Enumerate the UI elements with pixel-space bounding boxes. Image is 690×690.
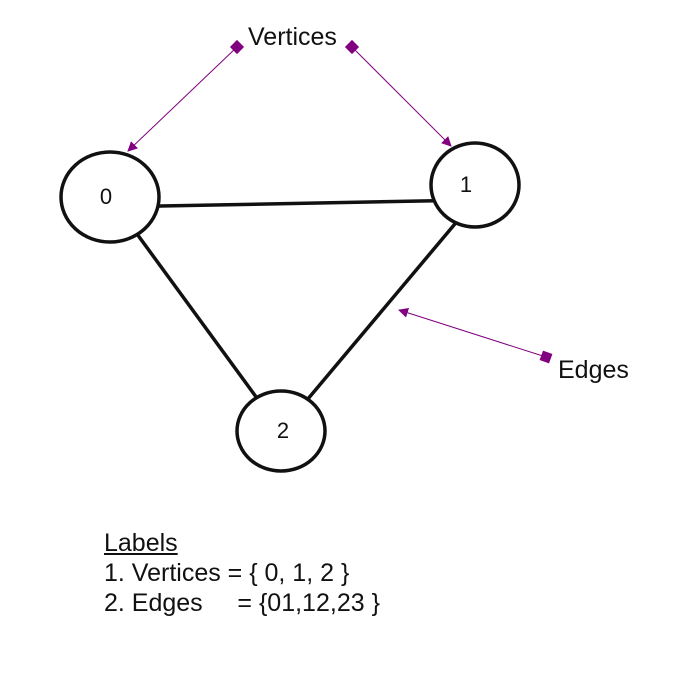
legend-line-vertices: 1. Vertices = { 0, 1, 2 }: [104, 559, 350, 587]
edges-callout-label: Edges: [558, 356, 629, 384]
edge-0-1: [109, 198, 476, 209]
vertex-0: 0: [59, 150, 161, 244]
vertex-1: 1: [429, 141, 521, 229]
edges-callout: Edges: [398, 307, 629, 384]
vertex-2-label: 2: [277, 418, 289, 443]
vertices-callout-diamond-right: [344, 39, 360, 55]
vertices-callout-line-right: [351, 46, 452, 147]
legend-line-edges: 2. Edges = {01,12,23 }: [104, 589, 380, 617]
legend-title: Labels: [104, 529, 178, 557]
vertices-callout-label: Vertices: [248, 23, 337, 51]
edge-1-2: [279, 198, 477, 433]
edge-0-2: [108, 195, 283, 433]
vertex-1-label: 1: [460, 172, 472, 197]
vertices-callout: Vertices: [127, 23, 452, 152]
edges-callout-diamond: [539, 350, 553, 364]
vertex-0-label: 0: [100, 184, 112, 209]
edges-callout-line: [398, 307, 547, 358]
vertex-2: 2: [235, 389, 327, 473]
labels-legend: Labels 1. Vertices = { 0, 1, 2 } 2. Edge…: [104, 528, 380, 618]
vertices-callout-line-left: [127, 46, 238, 152]
